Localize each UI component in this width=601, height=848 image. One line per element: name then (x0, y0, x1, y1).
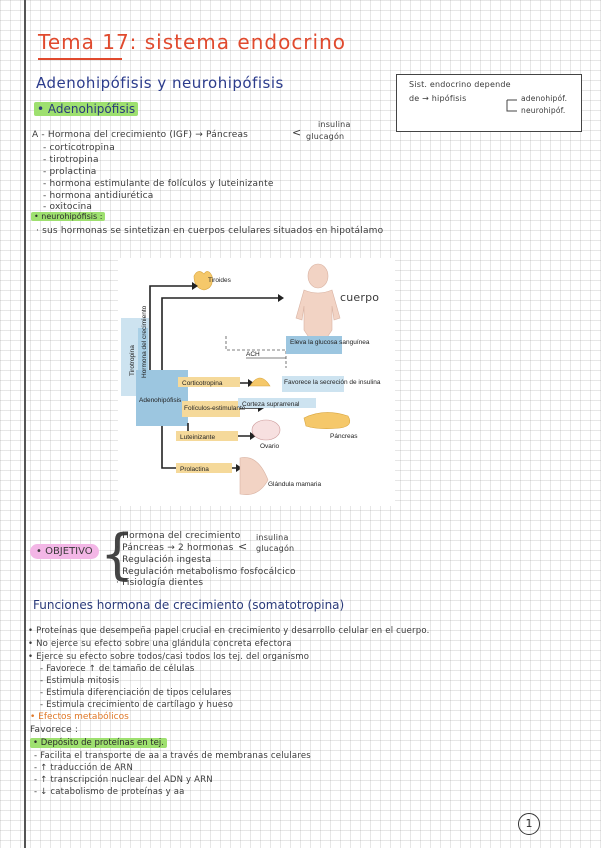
adeno-item: - prolactina (43, 167, 97, 177)
funciones-line: • Ejerce su efecto sobre todos/casi todo… (28, 652, 310, 662)
thyroid-icon (193, 271, 213, 291)
neuro-heading-text: • neurohipófisis : (31, 212, 106, 221)
adeno-branch-top: insulina (318, 120, 351, 129)
label-pancreas: Páncreas (330, 433, 358, 440)
label-foliculos: Folículos-estimulante (184, 405, 246, 412)
funciones-line: • Proteínas que desempeña papel crucial … (28, 626, 430, 636)
adeno-first-item: A - Hormona del crecimiento (IGF) → Pánc… (32, 130, 249, 140)
objetivo-branch-top: insulina (256, 533, 289, 542)
label-adenohipofisis: Adenohipófisis (139, 397, 182, 404)
branch-symbol: < (292, 126, 302, 139)
ovary-icon (251, 419, 281, 441)
funciones-line: - Estimula crecimiento de cartílago y hu… (40, 700, 234, 710)
objetivo-item: · Regulación ingesta (116, 555, 212, 565)
bar-foliculos (182, 401, 240, 417)
endocrine-figure: Tiroides Tirotropina Hormona del crecimi… (118, 258, 395, 506)
funciones-line: - Estimula diferenciación de tipos celul… (40, 688, 232, 698)
neuro-text: · sus hormonas se sintetizan en cuerpos … (36, 226, 384, 236)
efectos-item: - Facilita el transporte de aa a través … (34, 751, 311, 761)
objetivo-branch-bottom: glucagón (256, 544, 295, 553)
objetivo-brace: { (100, 523, 135, 586)
label-ovario: Ovario (260, 443, 280, 450)
box-line-1: Sist. endocrino depende (409, 80, 511, 89)
summary-box: Sist. endocrino depende de → hipófisis a… (396, 74, 582, 132)
deposito-line: • Depósito de proteínas en tej. (30, 738, 167, 748)
page-title: Tema 17: sistema endocrino (38, 30, 347, 60)
adeno-heading: • Adenohipófisis (34, 102, 139, 116)
label-ach: ACH (246, 351, 260, 358)
efectos-item: - ↑ traducción de ARN (34, 763, 134, 773)
label-favorece: Favorece la secreción de insulina (284, 379, 381, 386)
box-branch-lines (506, 99, 517, 112)
efectos-item: - ↓ catabolismo de proteínas y aa (34, 787, 185, 797)
crecimiento-column (138, 328, 148, 380)
label-tiroides: Tiroides (208, 277, 232, 284)
bar-corteza (238, 398, 316, 408)
label-tirotropina: Tirotropina (129, 345, 136, 376)
margin-line (24, 0, 26, 848)
breast-icon (239, 457, 269, 495)
adeno-item: - corticotropina (43, 143, 115, 153)
funciones-line: - Favorece ↑ de tamaño de células (40, 664, 195, 674)
objetivo-branch-symbol: < (238, 540, 248, 553)
efectos-heading: • Efectos metabólicos (30, 712, 129, 722)
box-branch-2: neurohipóf. (521, 106, 566, 115)
cuerpo-annotation: cuerpo (340, 291, 380, 304)
objetivo-item: · Regulación metabolismo fosfocálcico (116, 567, 296, 577)
favorece-label: Favorece : (30, 725, 79, 735)
label-corteza: Corteza suprarrenal (242, 401, 300, 408)
bar-prolactina (176, 463, 232, 473)
label-prolactina: Prolactina (180, 466, 209, 473)
label-corticotropina: Corticotropina (182, 380, 223, 387)
label-luteinizante: Luteinizante (180, 434, 215, 441)
body-icon (295, 263, 341, 343)
adeno-branch-bottom: glucagón (306, 132, 345, 141)
bar-favorece (282, 376, 344, 392)
objetivo-label-text: • OBJETIVO (30, 544, 99, 559)
objetivo-item: · Páncreas → 2 hormonas (116, 543, 234, 553)
funciones-line: - Estimula mitosis (40, 676, 120, 686)
adrenal-icon (249, 377, 271, 387)
funciones-line: • No ejerce su efecto sobre una glándula… (28, 639, 292, 649)
adeno-item: - oxitocina (43, 202, 93, 212)
adeno-item: - hormona antidiurética (43, 191, 154, 201)
efectos-item: - ↑ transcripción nuclear del ADN y ARN (34, 775, 213, 785)
label-crecimiento: Hormona del crecimiento (141, 305, 148, 378)
deposito-text: • Depósito de proteínas en tej. (30, 738, 167, 748)
page-number: 1 (518, 813, 540, 835)
funciones-title: Funciones hormona de crecimiento (somato… (33, 598, 345, 612)
pancreas-icon (303, 412, 351, 429)
label-glandula: Glándula mamaria (268, 481, 321, 488)
adeno-item: - tirotropina (43, 155, 99, 165)
bar-luteinizante (176, 431, 238, 441)
label-eleva: Eleva la glucosa sanguínea (290, 339, 370, 346)
box-line-2: de → hipófisis (409, 94, 467, 103)
neuro-heading: • neurohipófisis : (31, 212, 106, 221)
objetivo-item: · Hormona del crecimiento (116, 531, 241, 541)
objetivo-item: · Fisiología dientes (116, 578, 204, 588)
adeno-heading-text: • Adenohipófisis (34, 102, 139, 116)
figure-diagram: Tiroides Tirotropina Hormona del crecimi… (121, 263, 381, 495)
section-subtitle: Adenohipófisis y neurohipófisis (36, 74, 284, 92)
bar-corticotropina (178, 377, 240, 387)
box-branch-1: adenohipóf. (521, 94, 568, 103)
adeno-item: - hormona estimulante de folículos y lut… (43, 179, 274, 189)
page-title-text: Tema 17: sistema endocrino (38, 30, 347, 54)
objetivo-label: • OBJETIVO (30, 544, 99, 559)
title-underline (38, 58, 122, 60)
bar-eleva (286, 336, 342, 354)
